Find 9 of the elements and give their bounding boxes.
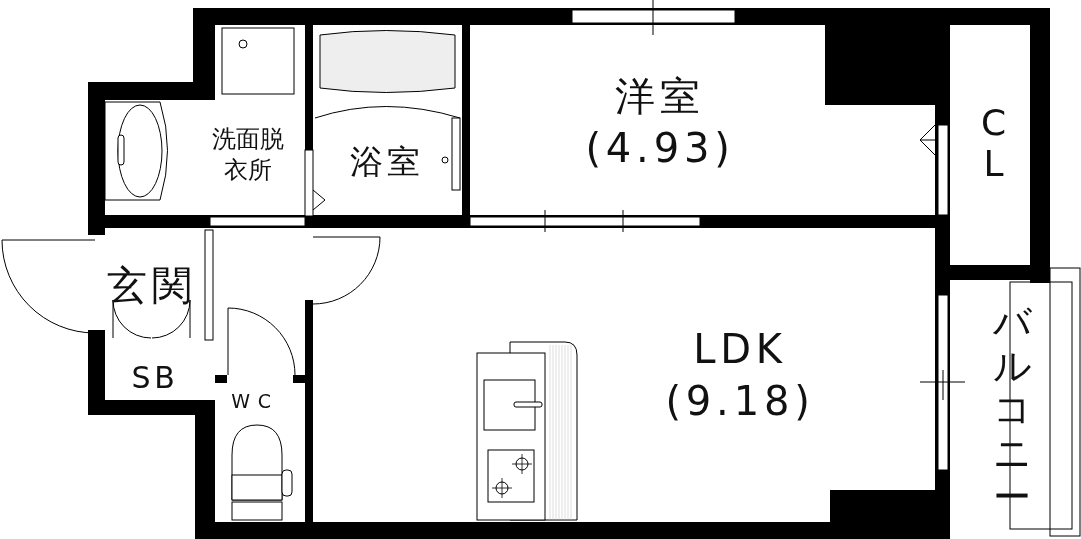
room-label: CL: [975, 102, 1011, 184]
room-label: 洗面脱衣所: [206, 123, 290, 187]
room-label: 洋室 (4.93): [585, 70, 735, 174]
room-label: バルコニー: [992, 300, 1032, 520]
room-label: LDK (9.18): [665, 323, 815, 427]
room-label: WC: [231, 388, 279, 414]
room-label: 浴室: [350, 140, 424, 184]
room-label: 玄関: [107, 259, 197, 311]
room-label: SB: [131, 357, 179, 397]
